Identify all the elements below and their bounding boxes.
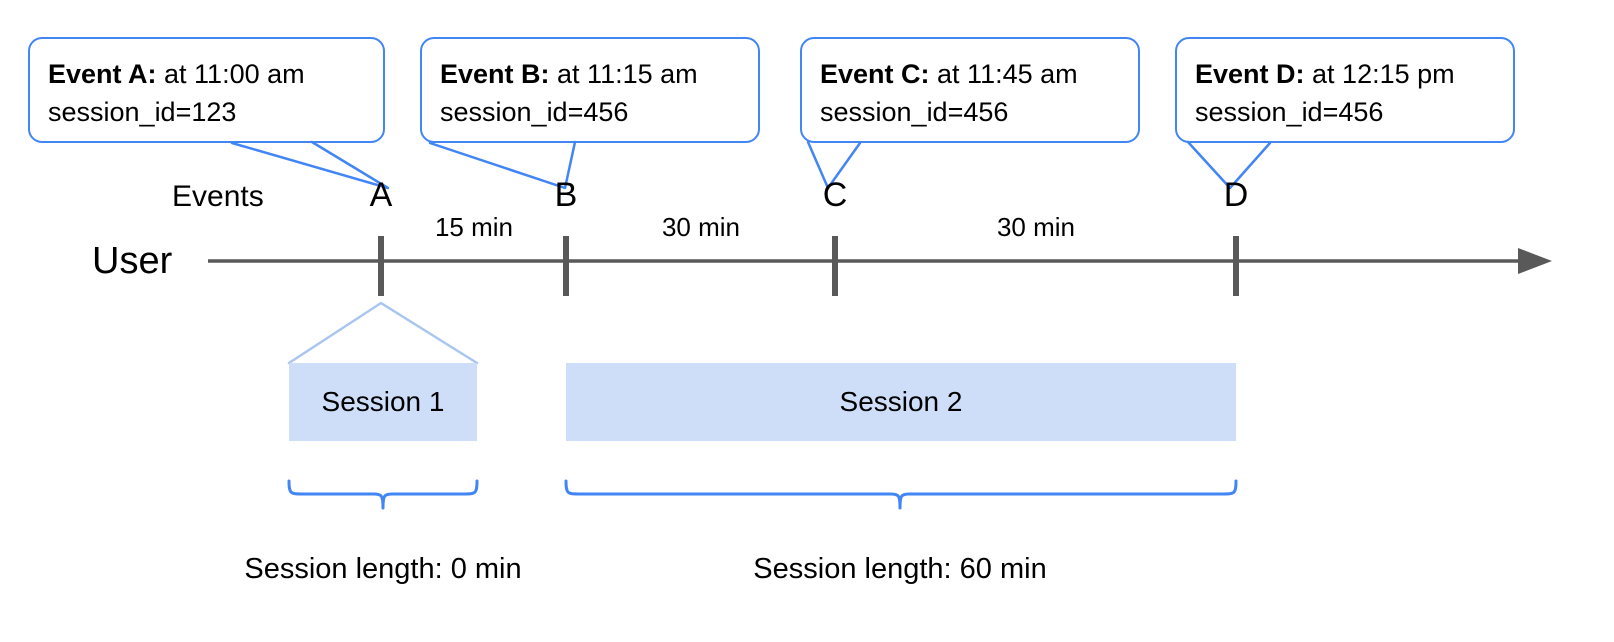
session-1-length-caption: Session length: 0 min <box>244 553 522 585</box>
callout-c-detail: session_id=456 <box>820 97 1009 127</box>
session-1-brace <box>287 479 479 510</box>
callout-c-tail <box>806 140 862 190</box>
callout-d-tail <box>1186 140 1272 190</box>
callout-event-d: Event D: at 12:15 pm session_id=456 <box>1175 37 1515 143</box>
callout-a-rest: at 11:00 am <box>156 59 305 89</box>
session-bar-1: Session 1 <box>289 363 477 441</box>
session-2-length-caption: Session length: 60 min <box>753 553 1047 585</box>
callout-d-rest: at 12:15 pm <box>1304 59 1455 89</box>
callout-event-c: Event C: at 11:45 am session_id=456 <box>800 37 1140 143</box>
callout-b-rest: at 11:15 am <box>549 59 698 89</box>
callout-a-detail: session_id=123 <box>48 97 237 127</box>
callout-b-detail: session_id=456 <box>440 97 629 127</box>
session-1-leader-lines <box>287 301 479 365</box>
callout-a-tail <box>230 140 390 190</box>
callout-c-lead: Event C: <box>820 59 930 89</box>
session-bar-2-label: Session 2 <box>839 386 963 417</box>
timeline-arrowhead <box>1518 248 1552 274</box>
tick-label-d: D <box>1223 176 1249 214</box>
callout-b-lead: Event B: <box>440 59 550 89</box>
callout-b-tail <box>428 140 577 190</box>
callout-d-line1: Event D: at 12:15 pm <box>1195 55 1495 93</box>
interval-label-a-b: 15 min <box>434 212 514 242</box>
lane-label-user: User <box>92 240 173 282</box>
callout-d-lead: Event D: <box>1195 59 1305 89</box>
session-2-brace <box>564 479 1238 510</box>
interval-label-c-d: 30 min <box>996 212 1076 242</box>
callout-a-line1: Event A: at 11:00 am <box>48 55 365 93</box>
session-bar-1-label: Session 1 <box>321 386 445 417</box>
callout-c-rest: at 11:45 am <box>929 59 1078 89</box>
tick-label-a: A <box>369 176 393 214</box>
interval-label-b-c: 30 min <box>661 212 741 242</box>
callout-d-detail: session_id=456 <box>1195 97 1384 127</box>
lane-label-events: Events <box>172 180 264 213</box>
callout-c-line1: Event C: at 11:45 am <box>820 55 1120 93</box>
session-bar-2: Session 2 <box>566 363 1236 441</box>
tick-label-c: C <box>822 176 848 214</box>
tick-label-b: B <box>554 176 578 214</box>
callout-a-lead: Event A: <box>48 59 157 89</box>
callout-event-a: Event A: at 11:00 am session_id=123 <box>28 37 385 143</box>
callout-event-b: Event B: at 11:15 am session_id=456 <box>420 37 760 143</box>
callout-b-line1: Event B: at 11:15 am <box>440 55 740 93</box>
